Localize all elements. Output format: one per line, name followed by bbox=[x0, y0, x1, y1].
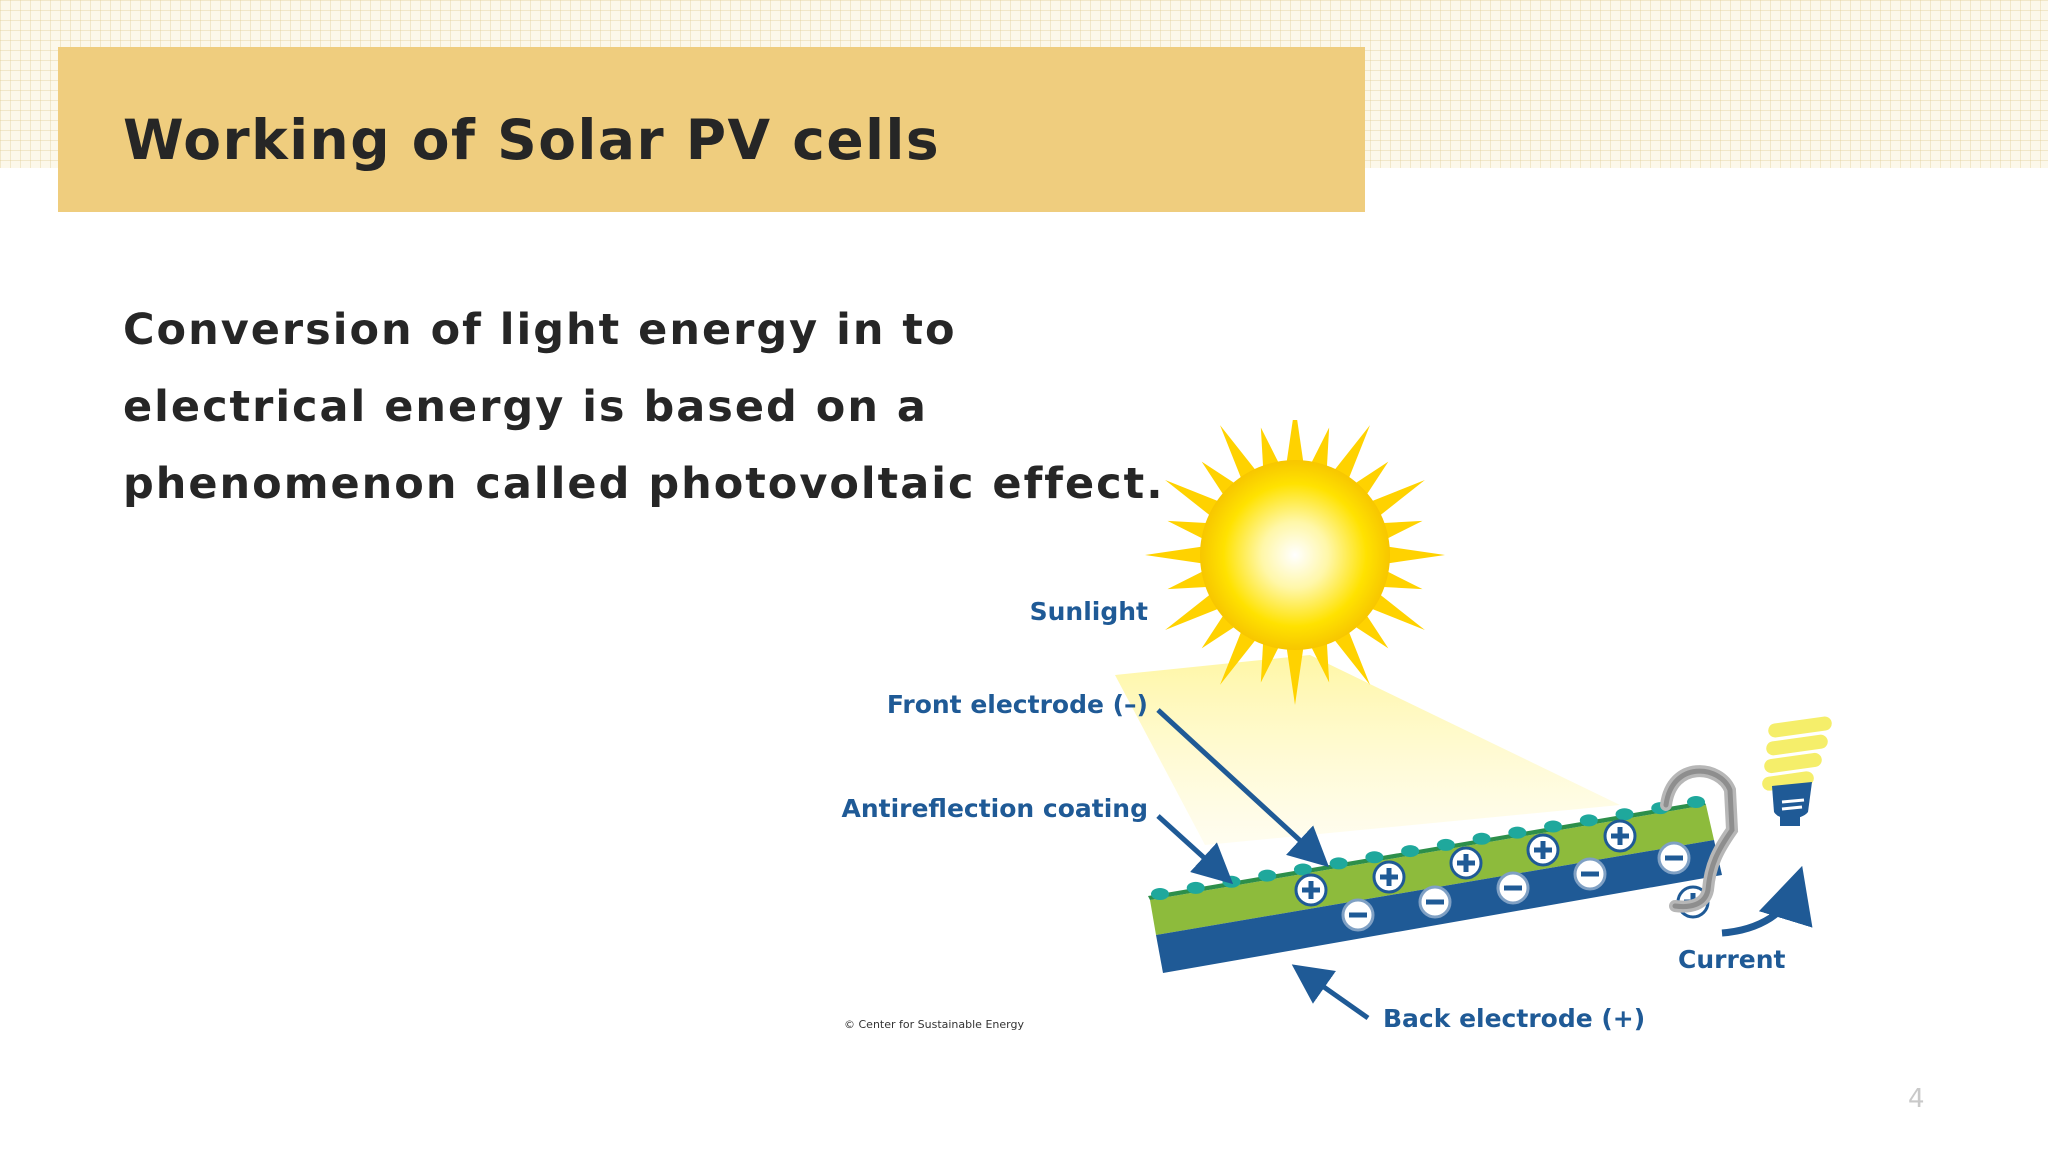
electrode-bump bbox=[1544, 820, 1563, 833]
title-bar bbox=[58, 47, 1365, 212]
positive-charge bbox=[1294, 873, 1328, 907]
front-electrode-pointer bbox=[1156, 708, 1330, 868]
electrode-bump bbox=[1186, 881, 1205, 894]
positive-charge bbox=[1372, 860, 1406, 894]
sun-ray bbox=[1145, 546, 1206, 564]
negative-charges bbox=[1341, 841, 1691, 932]
positive-charge bbox=[1526, 833, 1560, 867]
negative-charge bbox=[1418, 885, 1452, 919]
slide-body-text: Conversion of light energy in to electri… bbox=[123, 305, 1165, 509]
sun-ray bbox=[1379, 520, 1423, 541]
current-arrow bbox=[1721, 865, 1813, 937]
sun-ray bbox=[1167, 569, 1211, 590]
sun-ray bbox=[1167, 520, 1211, 541]
label-sunlight: Sunlight bbox=[1030, 597, 1148, 626]
sun-ray bbox=[1165, 592, 1222, 630]
sunlight-beam bbox=[1115, 655, 1620, 845]
sun-ray bbox=[1286, 420, 1304, 466]
sun-ray bbox=[1286, 644, 1304, 705]
sun-ray bbox=[1309, 427, 1330, 471]
sun-ray bbox=[1368, 480, 1425, 518]
electrode-bump bbox=[1258, 869, 1277, 882]
slide-title: Working of Solar PV cells bbox=[123, 108, 941, 172]
antireflection-pointer bbox=[1156, 814, 1234, 885]
electrode-bump bbox=[1401, 845, 1420, 858]
solar-cell-diagram: Sunlight Front electrode (–) Antireflect… bbox=[841, 420, 1832, 1033]
sun-ray bbox=[1332, 628, 1370, 685]
image-credit: © Center for Sustainable Energy bbox=[844, 1018, 1024, 1031]
electrode-bump bbox=[1579, 814, 1598, 827]
label-antireflection-coating: Antireflection coating bbox=[841, 794, 1148, 823]
positive-charge bbox=[1603, 819, 1637, 853]
sun-ray bbox=[1260, 639, 1281, 683]
negative-charge bbox=[1341, 898, 1375, 932]
electrode-bump bbox=[1329, 857, 1348, 870]
negative-charge bbox=[1496, 871, 1530, 905]
sun-ray bbox=[1379, 569, 1423, 590]
sun-ray bbox=[1260, 427, 1281, 471]
label-front-electrode: Front electrode (–) bbox=[887, 690, 1148, 719]
negative-charge bbox=[1657, 841, 1691, 875]
electrode-bump bbox=[1151, 888, 1169, 900]
back-electrode-pointer bbox=[1291, 964, 1370, 1021]
electrode-bump bbox=[1472, 832, 1491, 845]
sun-ray bbox=[1165, 480, 1222, 518]
positive-charge bbox=[1449, 846, 1483, 880]
electrode-bump bbox=[1365, 851, 1384, 864]
electrode-bump bbox=[1222, 875, 1241, 888]
sun-ray bbox=[1384, 546, 1445, 564]
external-circuit bbox=[1660, 765, 1739, 913]
sun-ray bbox=[1368, 592, 1425, 630]
electrode-bump bbox=[1436, 838, 1455, 851]
antireflection-layer bbox=[1148, 801, 1706, 900]
page-number: 4 bbox=[1908, 1084, 1925, 1114]
sun-ray bbox=[1220, 628, 1258, 685]
label-current: Current bbox=[1678, 945, 1786, 974]
sun-ray bbox=[1332, 425, 1370, 482]
sun-ray bbox=[1309, 639, 1330, 683]
electrode-bump bbox=[1615, 808, 1634, 821]
electrode-bump bbox=[1687, 796, 1705, 808]
n-type-layer bbox=[1150, 805, 1714, 935]
negative-charge bbox=[1573, 857, 1607, 891]
label-back-electrode: Back electrode (+) bbox=[1383, 1004, 1645, 1033]
electrode-bump bbox=[1508, 826, 1527, 839]
front-electrode-bumps bbox=[1151, 796, 1705, 900]
sun-ray bbox=[1220, 425, 1258, 482]
lightbulb-icon bbox=[1762, 716, 1832, 826]
sun-icon bbox=[1200, 460, 1390, 650]
